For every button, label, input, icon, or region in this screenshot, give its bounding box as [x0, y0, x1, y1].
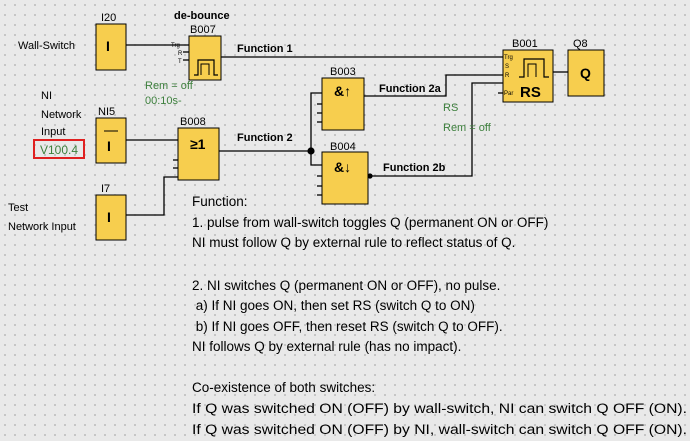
- desc-line-1: 1. pulse from wall-switch toggles Q (per…: [192, 215, 548, 230]
- b001-pin-par: Par: [504, 91, 513, 97]
- b001-pin-r: R: [505, 73, 510, 79]
- pulse-symbol-inner: [200, 63, 210, 75]
- block-q8-name: Q8: [573, 38, 588, 50]
- block-b007[interactable]: B007 Trg R T: [171, 24, 222, 81]
- label-function1: Function 1: [237, 43, 293, 55]
- block-b003[interactable]: B003 &↑: [321, 66, 365, 131]
- negation-dot-b004: [367, 173, 373, 179]
- relay-pulse-inner: [527, 63, 537, 77]
- desc-line-11: If Q was switched ON (OFF) by NI, wall-s…: [192, 422, 687, 437]
- wire-function2b: [368, 82, 503, 177]
- wires: [126, 44, 568, 216]
- b007-param-rem: Rem = off: [145, 80, 194, 92]
- relay-pulse-symbol: [519, 58, 549, 78]
- desc-line-4: 2. NI switches Q (permanent ON or OFF), …: [192, 278, 500, 293]
- wire-junction-b004: [310, 151, 322, 166]
- b007-param-time: 00:10s-: [145, 95, 182, 107]
- desc-line-0: Function:: [192, 194, 248, 209]
- label-function2b: Function 2b: [383, 162, 446, 174]
- block-i20-name: I20: [101, 12, 116, 24]
- label-debounce: de-bounce: [174, 10, 230, 22]
- desc-line-6: b) If NI goes OFF, then reset RS (switch…: [192, 319, 503, 334]
- block-b003-symbol: &↑: [334, 83, 351, 99]
- label-test-line2: Network Input: [8, 221, 76, 233]
- block-ni5[interactable]: NI5 I: [95, 106, 127, 164]
- label-function2a: Function 2a: [379, 83, 442, 95]
- desc-line-10: If Q was switched ON (OFF) by wall-switc…: [192, 401, 687, 416]
- block-i20-symbol: I: [106, 38, 110, 54]
- description-block: Function: 1. pulse from wall-switch togg…: [192, 194, 687, 437]
- desc-line-9: Co-existence of both switches:: [192, 380, 375, 395]
- label-ni-line3: Input: [41, 126, 65, 138]
- b001-param-rs: RS: [443, 102, 458, 114]
- block-ni5-symbol: I: [107, 138, 111, 154]
- desc-line-7: NI follows Q by external rule (has no im…: [192, 339, 461, 354]
- wire-junction-dot: [307, 147, 315, 155]
- ni-address-highlight: [33, 139, 85, 159]
- block-b008-name: B008: [180, 116, 206, 128]
- desc-line-5: a) If NI goes ON, then set RS (switch Q …: [192, 298, 475, 313]
- block-i7-symbol: I: [107, 209, 111, 225]
- block-b003-name: B003: [330, 66, 356, 78]
- pulse-symbol: [194, 59, 218, 76]
- block-q8[interactable]: Q8 Q: [567, 38, 605, 97]
- block-i7[interactable]: I7 I: [95, 183, 127, 241]
- block-b004[interactable]: B004 &↓: [321, 141, 369, 205]
- block-i20[interactable]: I20 I: [95, 12, 127, 71]
- b001-param-rem: Rem = off: [443, 122, 492, 134]
- label-wall-switch: Wall-Switch: [18, 40, 75, 52]
- label-ni-address: V100.4: [40, 143, 78, 157]
- b007-pin-r: R: [178, 51, 183, 57]
- block-b008[interactable]: B008 ≥1: [177, 116, 220, 181]
- label-ni-line2: Network: [41, 109, 82, 121]
- block-b001[interactable]: B001 Trg S R Par RS: [502, 38, 554, 103]
- b001-pin-s: S: [505, 64, 509, 70]
- block-ni5-name: NI5: [98, 106, 115, 118]
- block-b007-name: B007: [190, 24, 216, 36]
- desc-line-2: NI must follow Q by external rule to ref…: [192, 235, 515, 250]
- block-i7-name: I7: [101, 183, 110, 195]
- label-ni-line1: NI: [41, 90, 52, 102]
- label-function2: Function 2: [237, 132, 293, 144]
- block-b004-name: B004: [330, 141, 356, 153]
- b007-pin-t: T: [178, 59, 182, 65]
- wire-i7-b008: [126, 176, 178, 216]
- block-b008-symbol: ≥1: [190, 136, 206, 152]
- wire-junction-b003: [310, 92, 322, 151]
- b001-pin-trg: Trg: [504, 55, 513, 61]
- label-test-line1: Test: [8, 202, 28, 214]
- block-b004-symbol: &↓: [334, 159, 351, 175]
- block-q8-symbol: Q: [580, 65, 591, 81]
- block-b001-symbol: RS: [520, 84, 541, 101]
- wire-function2a: [364, 74, 503, 97]
- block-b001-name: B001: [512, 38, 538, 50]
- b007-pin-trg: Trg: [171, 43, 180, 49]
